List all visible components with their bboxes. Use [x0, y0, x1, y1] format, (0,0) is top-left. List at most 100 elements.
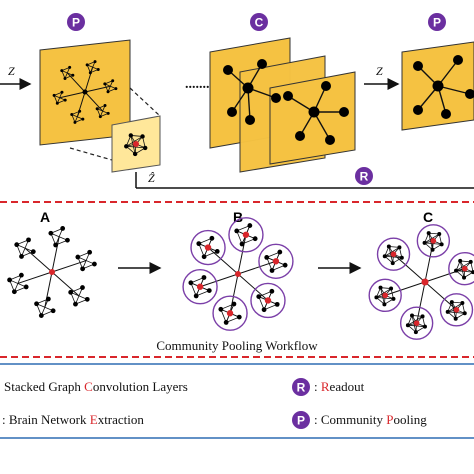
community-circle — [250, 282, 286, 319]
graph-node — [30, 249, 36, 255]
graph-node — [55, 101, 59, 105]
graph-node — [449, 300, 454, 305]
graph-node — [226, 310, 234, 317]
graph-node — [430, 238, 437, 244]
graph-node — [235, 271, 241, 277]
pooling-badge-right: P — [428, 13, 446, 31]
graph-edge — [64, 67, 71, 79]
graph-node — [390, 261, 395, 266]
graph-node — [465, 89, 474, 99]
graph-node — [399, 255, 404, 260]
graph-node — [132, 151, 138, 157]
graph-edge — [82, 252, 91, 269]
graph-node — [413, 330, 418, 335]
graph-node — [106, 90, 110, 94]
readout-badge-letter: R — [360, 170, 369, 184]
graph-edge — [74, 111, 81, 123]
workflow-graph-a — [7, 226, 97, 318]
conv-graph-back — [223, 59, 281, 125]
graph-node — [413, 320, 420, 326]
community-circle — [368, 278, 402, 313]
graph-node — [441, 109, 451, 119]
graph-node — [247, 223, 253, 228]
graph-node — [389, 286, 394, 291]
graph-node — [75, 254, 81, 260]
graph-edge — [59, 91, 86, 99]
graph-node — [201, 275, 207, 280]
community-circle — [416, 224, 451, 258]
graph-node — [422, 324, 427, 329]
graph-node — [84, 296, 90, 302]
graph-node — [445, 309, 450, 314]
community-circle — [212, 295, 248, 331]
graph-node — [50, 308, 56, 314]
graph-node — [242, 82, 254, 94]
graph-node — [26, 237, 31, 243]
graph-node — [245, 115, 255, 125]
graph-edge — [24, 247, 53, 273]
graph-edge — [107, 80, 114, 92]
graph-edge — [393, 253, 426, 283]
extracted-subgraph — [124, 133, 148, 157]
graph-node — [140, 134, 145, 139]
graph-node — [236, 314, 242, 320]
conv-badge: C — [250, 13, 268, 31]
legend-readout-text: : Readout — [314, 379, 365, 394]
pooling-badge-letter: P — [433, 16, 441, 30]
pooled-graph-panel-right — [401, 41, 474, 131]
graph-node — [223, 65, 233, 75]
graph-node — [124, 144, 129, 149]
graph-node — [283, 91, 293, 101]
graph-edge — [237, 260, 277, 275]
graph-node — [382, 292, 388, 299]
panel-b-label: B — [233, 209, 243, 225]
graph-node — [114, 87, 118, 91]
graph-edge — [84, 67, 94, 93]
graph-edge — [55, 228, 64, 246]
graph-node — [264, 254, 270, 260]
graph-node — [14, 242, 20, 248]
graph-node — [422, 240, 427, 245]
graph-node — [378, 285, 383, 290]
graph-node — [80, 285, 85, 290]
graph-node — [87, 249, 93, 255]
legend-conv-text: Stacked Graph Convolution Layers — [4, 379, 188, 394]
graph-node — [19, 254, 24, 259]
graph-edge — [229, 273, 239, 314]
graph-node — [264, 297, 272, 304]
community-circle — [190, 229, 226, 266]
ellipsis: ........ — [185, 77, 213, 92]
graph-node — [462, 275, 467, 280]
graph-edge — [75, 287, 83, 305]
graph-node — [49, 269, 55, 275]
graph-node — [63, 98, 67, 102]
graph-node — [471, 270, 474, 275]
community-circle — [258, 243, 294, 279]
graph-node — [193, 293, 199, 299]
graph-node — [73, 301, 78, 307]
graph-node — [454, 268, 459, 273]
graph-edge — [76, 91, 86, 117]
graph-node — [71, 73, 75, 77]
graph-edge — [40, 298, 49, 316]
graph-node — [196, 283, 204, 290]
graph-edge — [207, 247, 239, 275]
extraction-subgraph-panel — [111, 115, 161, 173]
graph-node — [11, 289, 17, 295]
graph-node — [386, 244, 391, 249]
graph-node — [432, 80, 444, 92]
pooling-badge-left: P — [67, 13, 85, 31]
graph-node — [390, 251, 397, 257]
conv-layer-stack — [209, 37, 356, 173]
graph-node — [420, 314, 425, 319]
graph-node — [274, 301, 280, 307]
pooled-graph-panel-left — [39, 39, 131, 146]
graph-node — [98, 115, 102, 119]
graph-node — [231, 301, 237, 307]
graph-node — [325, 135, 335, 145]
graph-node — [462, 265, 468, 272]
graph-node — [430, 247, 435, 252]
graph-edge — [237, 234, 247, 275]
graph-node — [462, 311, 467, 316]
graph-node — [68, 65, 72, 69]
